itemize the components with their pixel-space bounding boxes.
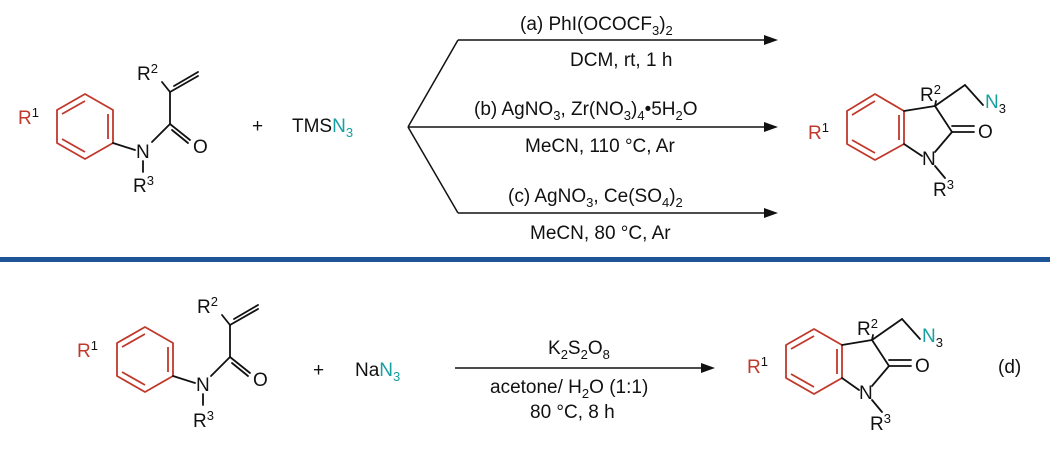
arrowhead-b bbox=[764, 122, 778, 132]
bottom-r2-label: R2 bbox=[197, 294, 218, 318]
bottom-r3-label: R3 bbox=[193, 408, 214, 432]
bottom-product-r1-label: R1 bbox=[747, 354, 768, 378]
product-r3-label: R3 bbox=[933, 177, 954, 201]
bottom-amide-nitrogen-label: N bbox=[196, 375, 210, 396]
nan3-reagent: NaN3 bbox=[355, 360, 400, 384]
condition-b-reagent: (b) AgNO3, Zr(NO3)4•5H2O bbox=[474, 99, 698, 123]
product-azide-label: N3 bbox=[985, 92, 1006, 116]
condition-a-reagent: (a) PhI(OCOCF3)2 bbox=[520, 14, 673, 38]
condition-d-oxidant: K2S2O8 bbox=[548, 338, 610, 362]
scheme-label-d: (d) bbox=[998, 357, 1021, 378]
bottom-reactant: R1 R2 N O R3 bbox=[77, 294, 268, 432]
bottom-reactant-aryl-ring bbox=[116, 326, 174, 393]
section-divider bbox=[0, 257, 1050, 262]
product-nitrogen-label: N bbox=[922, 149, 936, 170]
product-oxygen-label: O bbox=[978, 122, 993, 143]
condition-d-temperature: 80 °C, 8 h bbox=[530, 402, 615, 423]
bottom-product-azide-label: N3 bbox=[922, 326, 943, 350]
bottom-product-r2-label: R2 bbox=[857, 316, 878, 340]
r1-label: R1 bbox=[18, 105, 39, 129]
bottom-product-oxygen-label: O bbox=[915, 356, 930, 377]
r3-label: R3 bbox=[133, 173, 154, 197]
top-reactant: R1 R2 N O R3 bbox=[18, 61, 208, 197]
arrowhead-a bbox=[764, 35, 778, 45]
product-r2-label: R2 bbox=[920, 82, 941, 106]
carbonyl-oxygen-label: O bbox=[193, 137, 208, 158]
bottom-r1-label: R1 bbox=[77, 338, 98, 362]
condition-d-solvent: acetone/ H2O (1:1) bbox=[490, 377, 648, 401]
tmsn3-reagent: TMSN3 bbox=[292, 116, 353, 140]
arrowhead-d bbox=[701, 363, 715, 373]
bottom-product-nitrogen-label: N bbox=[859, 383, 873, 404]
condition-a-details: DCM, rt, 1 h bbox=[570, 50, 672, 71]
top-plus-sign: + bbox=[252, 116, 263, 137]
condition-b-details: MeCN, 110 °C, Ar bbox=[525, 136, 675, 157]
product-r1-label: R1 bbox=[808, 120, 829, 144]
bottom-plus-sign: + bbox=[313, 360, 324, 381]
bottom-product-r3-label: R3 bbox=[870, 411, 891, 435]
top-product: R1 R2 N3 O N R3 bbox=[808, 82, 1006, 201]
bottom-product: R1 R2 N3 O N R3 bbox=[747, 316, 943, 435]
condition-c-details: MeCN, 80 °C, Ar bbox=[530, 223, 671, 244]
bottom-product-aryl-ring bbox=[785, 328, 843, 395]
r2-label: R2 bbox=[137, 61, 158, 85]
top-reactant-aryl-ring bbox=[56, 93, 114, 160]
top-product-aryl-ring bbox=[846, 93, 905, 161]
condition-c-reagent: (c) AgNO3, Ce(SO4)2 bbox=[508, 186, 683, 210]
amide-nitrogen-label: N bbox=[136, 142, 150, 163]
bottom-carbonyl-oxygen-label: O bbox=[253, 370, 268, 391]
branching-arrows bbox=[407, 35, 778, 218]
arrowhead-c bbox=[764, 208, 778, 218]
